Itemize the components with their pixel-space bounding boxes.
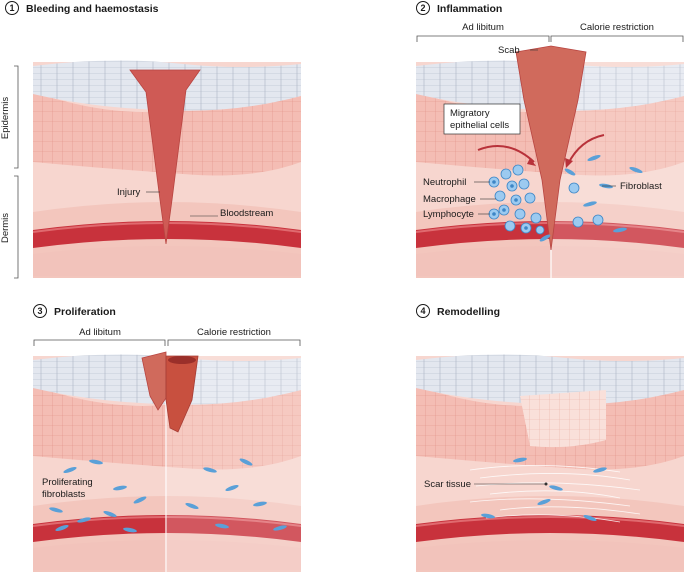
dermis-label: Dermis	[0, 213, 11, 243]
skin-section	[415, 353, 685, 573]
fibroblast-label: Fibroblast	[620, 181, 662, 192]
epidermis-label: Epidermis	[0, 97, 11, 139]
healed-epidermis	[520, 390, 606, 448]
panel-4: 4 Remodelling Scar tissue	[415, 304, 685, 573]
panel-3: 3 Proliferation Ad libitum Calorie restr…	[32, 304, 302, 573]
proliferating-label-line2: fibroblasts	[42, 489, 86, 500]
injury-wound	[129, 69, 201, 245]
scar-fibers	[469, 465, 641, 523]
lymphocyte-label: Lymphocyte	[423, 209, 474, 220]
immune-cells-cr	[568, 182, 604, 228]
scar-fibroblasts	[481, 457, 607, 522]
scab-label: Scab	[498, 45, 520, 56]
panel-number: 3	[37, 306, 42, 316]
migratory-label-line1: Migratory	[450, 108, 490, 119]
ad-libitum-label: Ad libitum	[462, 22, 504, 33]
proliferating-fibroblasts	[49, 458, 287, 533]
panel-title: Remodelling	[437, 306, 500, 318]
migration-arrow-left	[477, 145, 535, 163]
panel-1: 1 Bleeding and haemostasis Epidermis Der…	[0, 1, 302, 279]
fibroblast-cells	[539, 154, 643, 242]
wound-plug-ad-libitum	[141, 351, 167, 411]
bloodstream-label: Bloodstream	[220, 208, 273, 219]
calorie-restriction-label: Calorie restriction	[197, 327, 271, 338]
panel-title: Proliferation	[54, 306, 116, 318]
scab	[515, 45, 587, 251]
panel-2: 2 Inflammation Ad libitum Calorie restri…	[415, 1, 685, 279]
migratory-callout	[443, 103, 521, 135]
scar-tissue-label: Scar tissue	[424, 479, 471, 490]
wound-plug-cr	[165, 355, 199, 433]
neutrophil-label: Neutrophil	[423, 177, 466, 188]
injury-label: Injury	[117, 187, 140, 198]
panel-title: Bleeding and haemostasis	[26, 3, 159, 15]
macrophage-label: Macrophage	[423, 194, 476, 205]
calorie-restriction-label: Calorie restriction	[580, 22, 654, 33]
panel-number: 4	[420, 306, 425, 316]
panel-number-circle	[5, 1, 19, 15]
panel-title: Inflammation	[437, 3, 502, 15]
panel-number: 2	[420, 3, 425, 13]
migratory-label-line2: epithelial cells	[450, 120, 509, 131]
panel-number: 1	[9, 3, 14, 13]
ad-libitum-label: Ad libitum	[79, 327, 121, 338]
proliferating-label-line1: Proliferating	[42, 477, 93, 488]
